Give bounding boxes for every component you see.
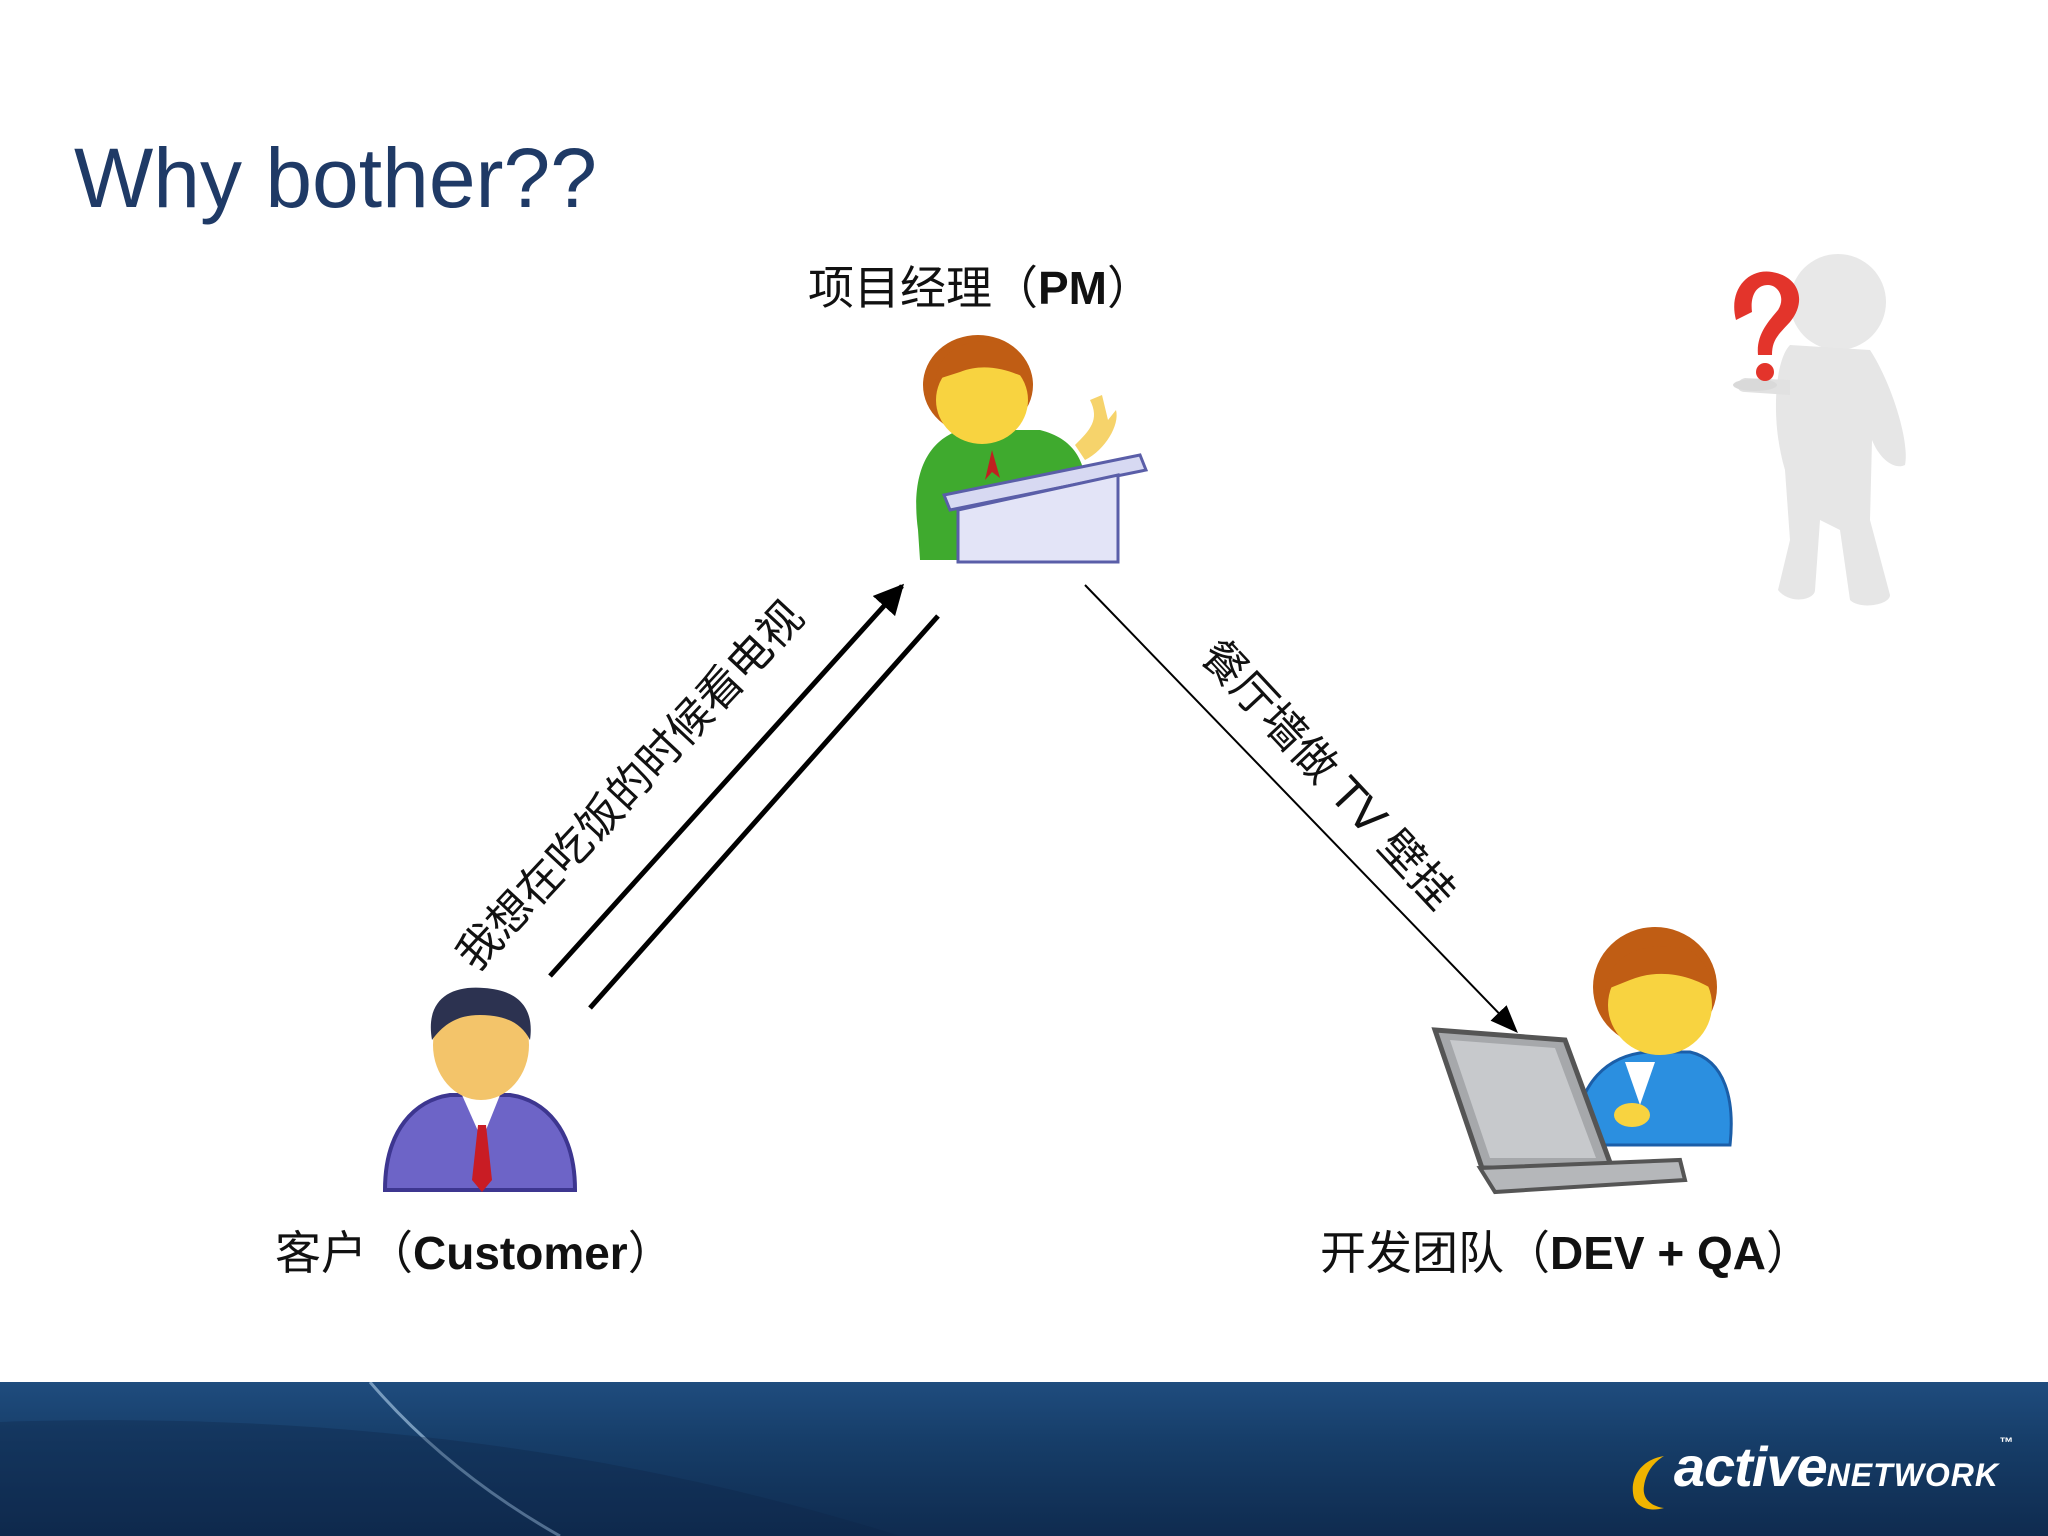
dev-label: 开发团队（DEV + QA） <box>1320 1217 1812 1283</box>
footer-bar: activeNETWORK™ <box>0 1382 2048 1536</box>
customer-to-pm-arrow <box>548 583 905 978</box>
dev-label-close: ） <box>1766 1226 1813 1280</box>
slide-title: Why bother?? <box>74 131 597 225</box>
presenter-podium-icon <box>916 335 1149 564</box>
customer-label-cn: 客户（ <box>275 1226 413 1280</box>
question-figure <box>1733 254 1906 606</box>
customer-figure <box>382 987 578 1192</box>
logo-active-text: active <box>1673 1435 1828 1498</box>
pm-label-en: PM <box>1038 262 1107 314</box>
active-network-logo: activeNETWORK™ <box>1624 1434 2014 1510</box>
customer-to-pm-line <box>588 614 940 1010</box>
question-mark-figure-icon <box>1733 254 1906 606</box>
dev-label-en: DEV + QA <box>1550 1227 1767 1279</box>
pm-figure <box>916 335 1149 564</box>
pm-to-dev-arrow <box>1084 584 1518 1034</box>
pm-label-close: ） <box>1107 261 1153 315</box>
customer-label-en: Customer <box>413 1227 628 1279</box>
businessman-icon <box>382 987 578 1192</box>
arrows-layer <box>548 583 1518 1034</box>
customer-label: 客户（Customer） <box>275 1217 674 1283</box>
pm-label-cn: 项目经理（ <box>808 261 1038 315</box>
developer-laptop-icon <box>1431 927 1733 1195</box>
customer-label-close: ） <box>627 1226 674 1280</box>
dev-label-cn: 开发团队（ <box>1320 1226 1550 1280</box>
footer-swoosh <box>0 1382 900 1536</box>
logo-swoosh-icon <box>1632 1455 1664 1510</box>
logo-tm: ™ <box>1999 1434 2014 1450</box>
dev-figure <box>1431 927 1733 1195</box>
pm-label: 项目经理（PM） <box>808 252 1153 318</box>
logo-network-text: NETWORK <box>1826 1457 1999 1493</box>
